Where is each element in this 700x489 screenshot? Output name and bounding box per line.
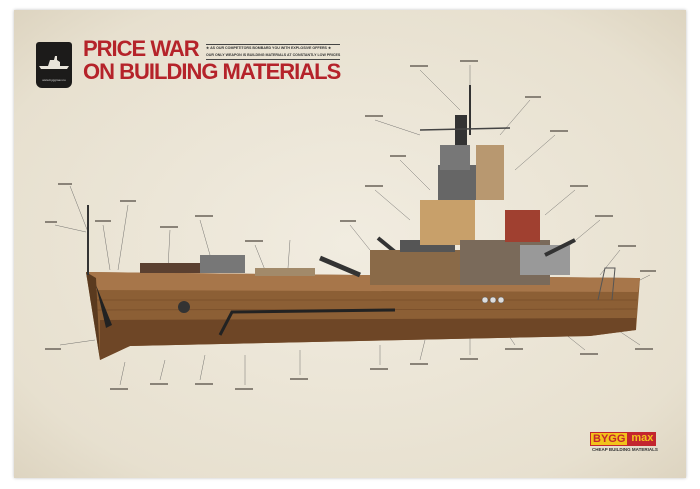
- ladder: [597, 267, 616, 301]
- ship-silhouette-icon: [39, 56, 69, 69]
- tagline: ★ AS OUR COMPETITORS BOMBARD YOU WITH EX…: [206, 44, 341, 60]
- title-line-1: PRICE WAR: [83, 36, 200, 61]
- brand-badge: www.byggmax.no: [36, 42, 72, 88]
- deck-cargo: [200, 255, 245, 273]
- pipe: [218, 308, 396, 336]
- logo-part-1: BYGG: [590, 432, 629, 446]
- tagline-line-1: ★ AS OUR COMPETITORS BOMBARD YOU WITH EX…: [206, 46, 332, 50]
- anchor-chain: [96, 285, 112, 328]
- title-line-2: ON BUILDING MATERIALS: [83, 59, 341, 84]
- roof-red: [505, 210, 540, 242]
- logo-part-2: max: [628, 432, 657, 446]
- superstructure: [370, 250, 460, 285]
- mast: [455, 115, 467, 145]
- cannon: [319, 255, 361, 278]
- byggmax-logo: BYGG max: [590, 432, 657, 446]
- badge-url: www.byggmax.no: [42, 78, 66, 82]
- callout-lines: [54, 65, 651, 386]
- brand-slogan: CHEAP BUILDING MATERIALS: [592, 447, 658, 452]
- callout-text-marks: [45, 60, 656, 390]
- tagline-line-2: OUR ONLY WEAPON IS BUILDING MATERIALS AT…: [206, 53, 341, 57]
- funnel: [476, 145, 504, 200]
- poster: [14, 10, 686, 478]
- porthole: [178, 301, 190, 313]
